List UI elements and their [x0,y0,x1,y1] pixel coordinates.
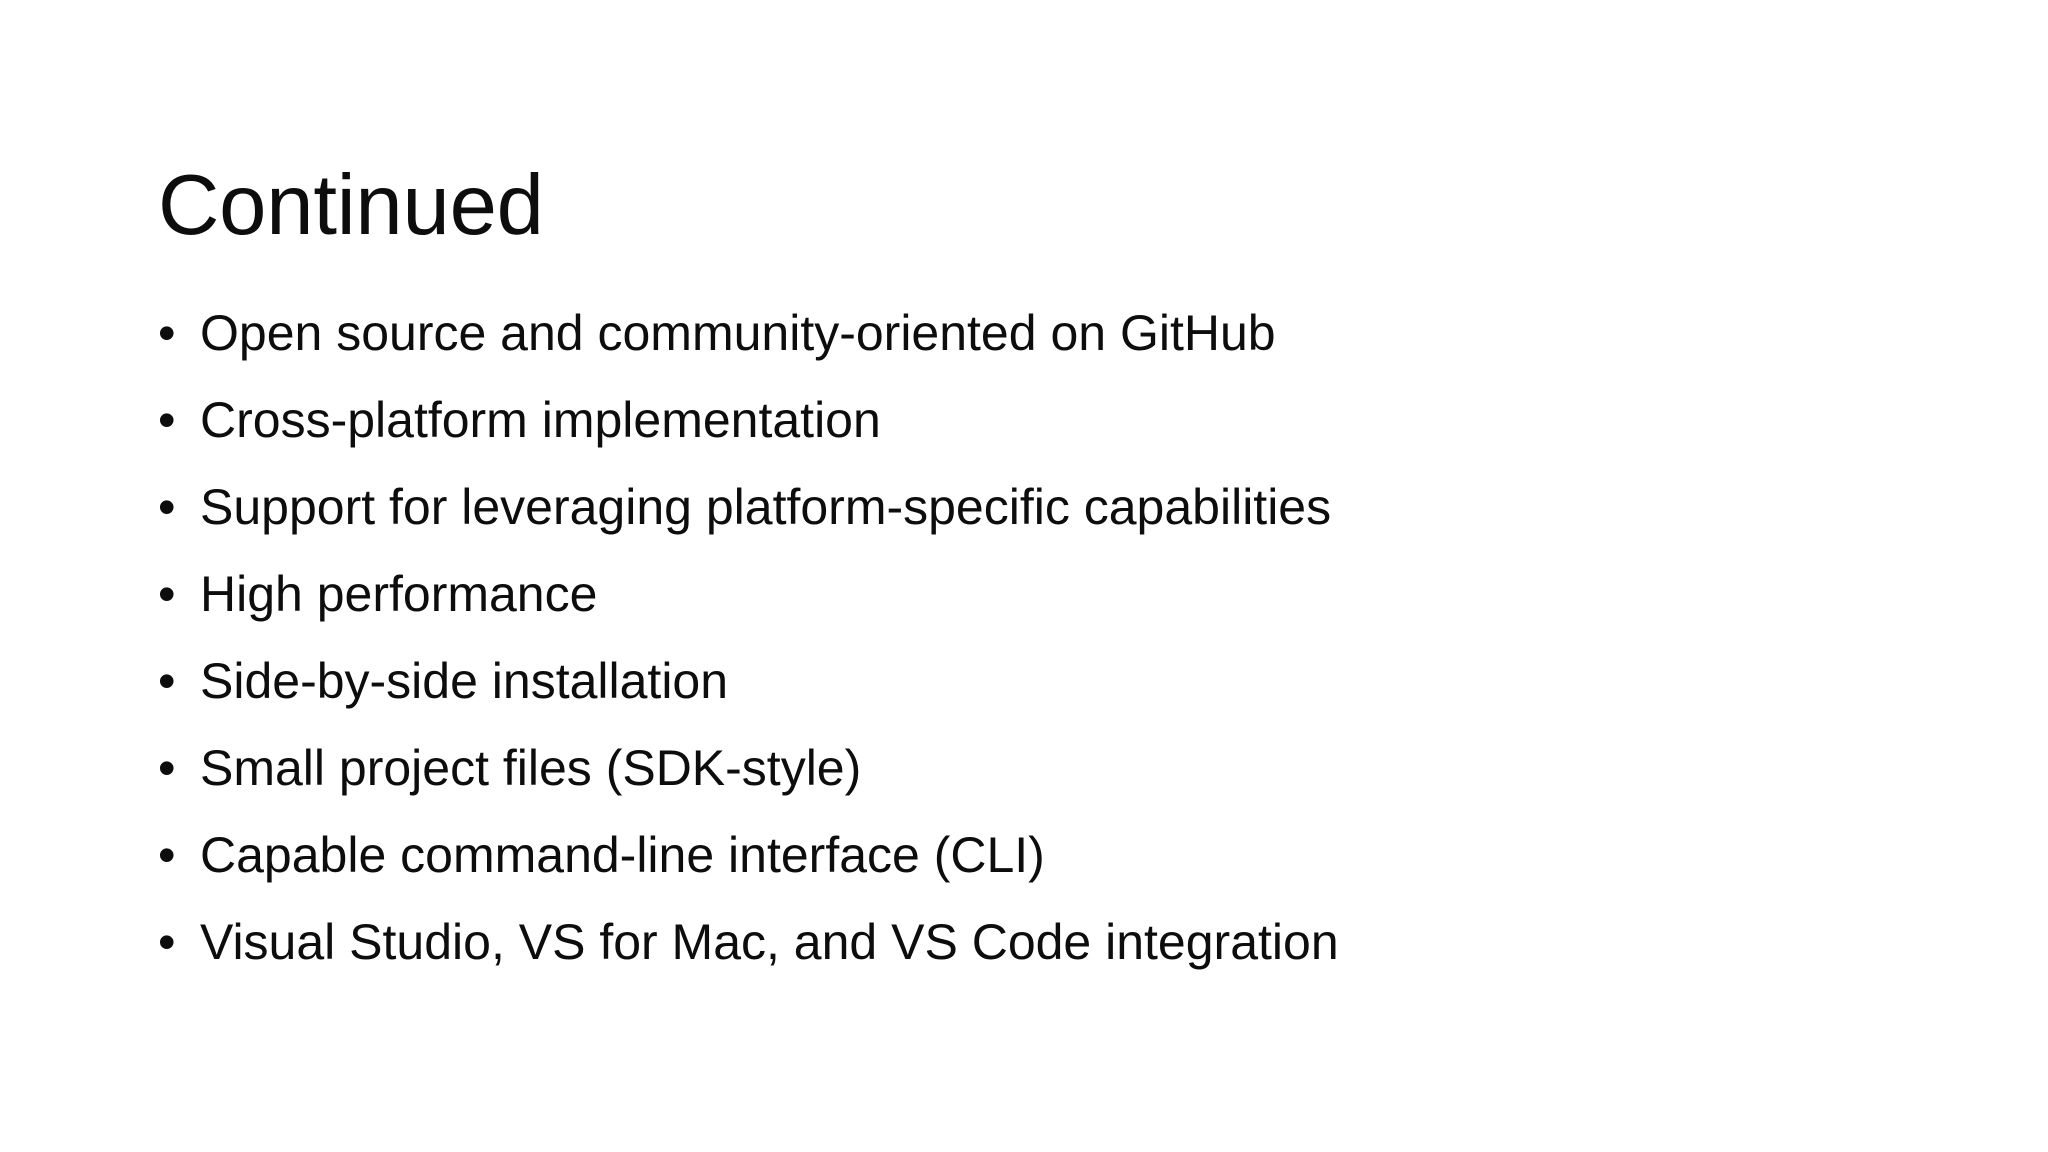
bullet-point-icon: • [158,305,176,361]
bullet-point-icon: • [158,740,176,796]
bullet-point-icon: • [158,392,176,448]
list-item-label: Capable command-line interface (CLI) [200,827,1045,883]
bullet-point-icon: • [158,914,176,970]
list-item: • Open source and community-oriented on … [152,300,1912,367]
bullet-point-icon: • [158,479,176,535]
bullet-list: • Open source and community-oriented on … [152,300,1912,976]
list-item: • Cross-platform implementation [152,387,1912,454]
slide-title: Continued [158,157,544,253]
list-item: • High performance [152,561,1912,628]
list-item-label: Side-by-side installation [200,653,729,709]
bullet-point-icon: • [158,653,176,709]
list-item-label: Support for leveraging platform-specific… [200,479,1332,535]
list-item-label: Visual Studio, VS for Mac, and VS Code i… [200,914,1339,970]
list-item: • Support for leveraging platform-specif… [152,474,1912,541]
list-item-label: High performance [200,566,598,622]
list-item: • Side-by-side installation [152,648,1912,715]
list-item-label: Small project files (SDK-style) [200,740,862,796]
list-item-label: Open source and community-oriented on Gi… [200,305,1276,361]
bullet-point-icon: • [158,566,176,622]
list-item: • Small project files (SDK-style) [152,735,1912,802]
list-item: • Capable command-line interface (CLI) [152,822,1912,889]
bullet-point-icon: • [158,827,176,883]
list-item-label: Cross-platform implementation [200,392,881,448]
list-item: • Visual Studio, VS for Mac, and VS Code… [152,909,1912,976]
